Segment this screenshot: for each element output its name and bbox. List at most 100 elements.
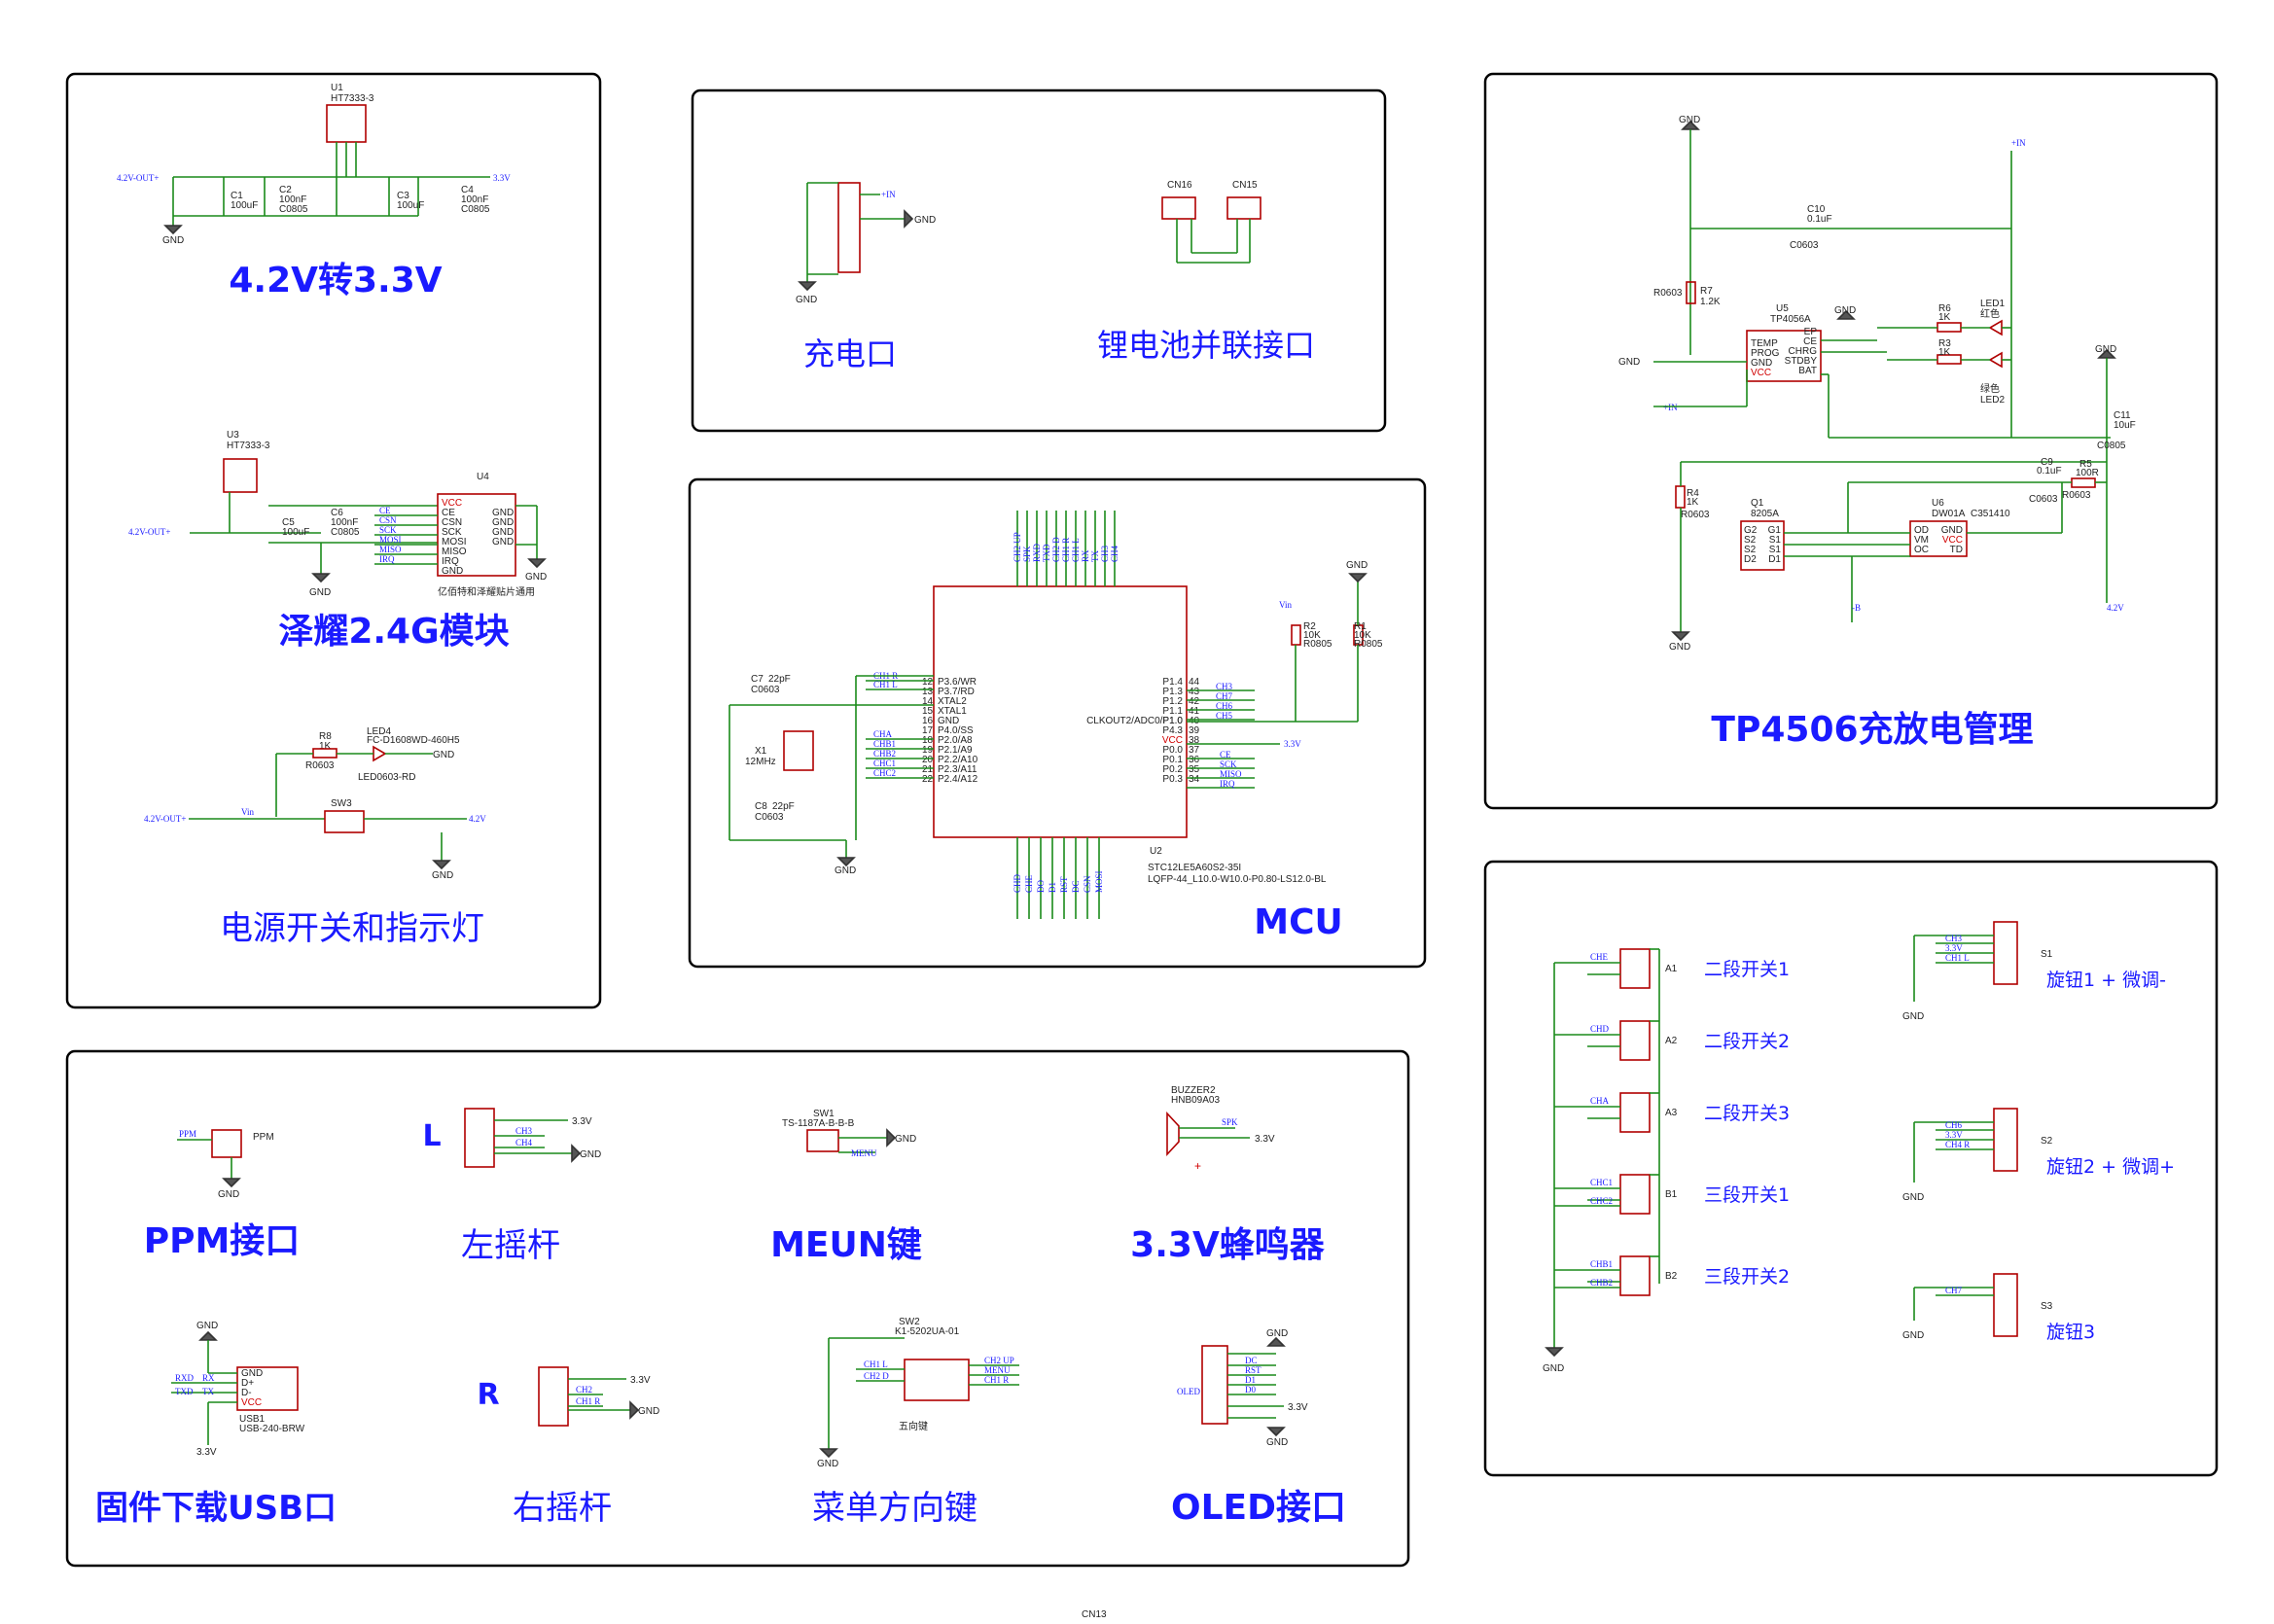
panel-regulator-rf-power <box>65 72 602 1009</box>
gnd-label-oled1: GND <box>1266 1328 1288 1339</box>
stick-letter-left: L <box>422 1119 441 1153</box>
battery-block: CN16 CN15 <box>1161 180 1261 264</box>
net-txd: TXD <box>175 1387 194 1396</box>
net-ppm-1: PPM <box>179 1129 196 1139</box>
mcu-pin-right-num-9: 35 <box>1189 764 1200 775</box>
knob-s2-label: 旋钮2 + 微调+ <box>2046 1156 2175 1178</box>
mcu-pin-right-2: P1.2 <box>1162 696 1183 707</box>
sw1-part: TS-1187A-B-B-B <box>782 1118 855 1129</box>
section-title-rf: 泽耀2.4G模块 <box>278 612 509 652</box>
mcu-pin-left-num-9: 21 <box>922 764 934 775</box>
net-pin-tp: +IN <box>2011 138 2026 148</box>
u4-net-mosi: MOSI <box>379 535 402 545</box>
mcu-pin-right-num-3: 41 <box>1189 706 1200 717</box>
mcu-pin-left-7: P2.1/A9 <box>938 745 973 756</box>
section-title-buzzer: 3.3V蜂鸣器 <box>1130 1225 1326 1265</box>
mcu-pin-right-11: P0.3 <box>1162 774 1183 785</box>
switch-b2-net: CHB1 <box>1590 1259 1613 1269</box>
net-ch3-ls: CH3 <box>515 1126 533 1136</box>
net-pin-cp: +IN <box>881 190 896 199</box>
c4-ref: C4 <box>461 185 474 195</box>
mcu-left-net-5: CHC1 <box>873 759 896 768</box>
section-title-power-switch: 电源开关和指示灯 <box>220 909 484 948</box>
mcu-pin-left-num-6: 18 <box>922 735 934 746</box>
knob-s3-net-0: CH7 <box>1945 1286 1963 1295</box>
panel-switches <box>1483 860 2219 1477</box>
mcu-pin-right-num-5: 39 <box>1189 725 1200 736</box>
c3-ref: C3 <box>397 191 409 201</box>
net-ch1-rs: CH1 R <box>576 1396 600 1406</box>
cn13-label: CN13 <box>1082 1609 1107 1620</box>
mcu-pin-right-4: P1.0 <box>1162 716 1183 726</box>
net-42v-sw: 4.2V <box>469 814 486 824</box>
net-ch2-rs: CH2 <box>576 1385 592 1395</box>
mcu-top-net-5: CH1 R <box>1061 538 1071 562</box>
mcu-right-net2-2: MISO <box>1220 769 1242 779</box>
u4-pin-mosi: MOSI <box>442 537 467 547</box>
switch-a2-label: 二段开关2 <box>1704 1031 1790 1052</box>
u4-pin-irq: IRQ <box>442 556 459 567</box>
r1-pkg: R0805 <box>1354 639 1383 650</box>
usb1-part: USB-240-BRW <box>239 1424 305 1434</box>
section-title-tp4506: TP4506充放电管理 <box>1711 710 2033 750</box>
sw2-ref: SW2 <box>899 1317 920 1327</box>
mcu-left-net-2: CHA <box>873 729 893 739</box>
u4-pin-sck: SCK <box>442 527 462 538</box>
c10-pkg: C0603 <box>1790 240 1819 251</box>
gnd-label-r1: GND <box>1346 560 1368 571</box>
section-title-mcu: MCU <box>1254 902 1342 942</box>
u6-ref: U6 <box>1932 498 1944 509</box>
u5-pin-right-chrg: CHRG <box>1789 346 1818 357</box>
c9-ref: C9 <box>2041 457 2053 468</box>
oled-net-1: RST <box>1245 1365 1261 1375</box>
mcu-pin-right-num-10: 34 <box>1189 774 1200 785</box>
mcu-pin-right-7: VCC <box>1162 735 1183 746</box>
mcu-pin-right-8: P0.0 <box>1162 745 1183 756</box>
knob-s3-ref: S3 <box>2041 1301 2053 1312</box>
u4-pin-gnd-0: GND <box>492 508 514 518</box>
mcu-right-net2-3: IRQ <box>1220 779 1235 789</box>
x1-val: 12MHz <box>745 757 776 767</box>
u5-pin-right-ce: CE <box>1803 336 1817 347</box>
mcu-bottom-net-6: CSN <box>1083 875 1092 893</box>
mcu-pin-left-5: P4.0/SS <box>938 725 974 736</box>
knob-s3-gnd: GND <box>1902 1330 1924 1341</box>
power-switch-block: R8 1K R0603 LED4 FC-D1608WD-460H5 LED060… <box>144 726 486 881</box>
gnd-label-oled2: GND <box>1266 1437 1288 1448</box>
sw2-net-1: MENU <box>984 1365 1011 1375</box>
net-pin-tp2: +IN <box>1663 403 1678 412</box>
c3-val: 100uF <box>397 200 424 211</box>
gnd-label-sw-col: GND <box>1543 1363 1564 1374</box>
u1-ref: U1 <box>331 83 343 93</box>
switch-b2-body <box>1619 1255 1651 1296</box>
u2-pkg: LQFP-44_L10.0-W10.0-P0.80-LS12.0-BL <box>1148 874 1327 885</box>
knob-s1-net-0: CH3 <box>1945 934 1963 943</box>
knob-s2-gnd: GND <box>1902 1192 1924 1203</box>
mcu-pin-right-num-2: 42 <box>1189 696 1200 707</box>
section-title-usb: 固件下载USB口 <box>95 1489 337 1528</box>
c5-val: 100uF <box>282 527 309 538</box>
c11-ref: C11 <box>2114 410 2131 421</box>
u5-pin-right-ep: EP <box>1804 327 1818 337</box>
mcu-pin-right-6: P4.3 <box>1162 725 1183 736</box>
u5-pin-left-gnd: GND <box>1751 358 1772 369</box>
sw2-name: 五向键 <box>899 1420 928 1432</box>
left-stick-block: 3.3V CH3 CH4 GND <box>464 1108 601 1168</box>
mcu-top-net-0: CH2 UP <box>1013 532 1022 562</box>
c9-pkg: C0603 <box>2029 494 2058 505</box>
net-oled: OLED <box>1177 1387 1200 1396</box>
c9-val: 0.1uF <box>2037 466 2062 477</box>
gnd-label-tp3: GND <box>1618 357 1640 368</box>
gnd-label-ppm: GND <box>218 1189 239 1200</box>
q1-pin-left-1: S2 <box>1744 535 1757 546</box>
q1-pin-left-3: D2 <box>1744 554 1757 565</box>
switch-a3-ref: A3 <box>1665 1108 1678 1118</box>
c11-val: 10uF <box>2114 420 2136 431</box>
gnd-label-tp1: GND <box>1679 115 1700 125</box>
mcu-right-net-3: CH5 <box>1216 711 1233 721</box>
u6-pin-right-gnd: GND <box>1941 525 1963 536</box>
